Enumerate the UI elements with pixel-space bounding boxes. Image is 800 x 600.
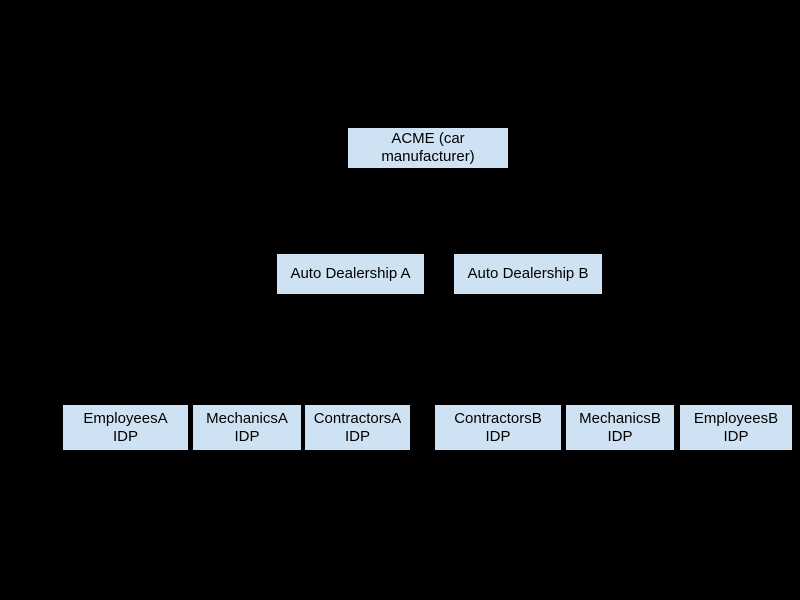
- node-label-line: ACME (car: [391, 130, 465, 147]
- node-label-line: Auto Dealership A: [290, 265, 411, 282]
- node-label-line: IDP: [723, 427, 749, 445]
- node-label-line: ContractorsB: [454, 409, 542, 427]
- node-label-line: IDP: [344, 427, 370, 445]
- diagram-node-auto-dealership-b: Auto Dealership B: [454, 254, 602, 294]
- node-label-line: Auto Dealership B: [467, 265, 589, 282]
- node-label-line: IDP: [607, 427, 633, 445]
- node-label-line: IDP: [112, 427, 138, 445]
- node-label-line: MechanicsA: [206, 409, 288, 427]
- node-label-line: IDP: [485, 427, 511, 445]
- node-label-line: EmployeesB: [693, 409, 779, 427]
- diagram-node-auto-dealership-a: Auto Dealership A: [277, 254, 424, 294]
- node-label-line: manufacturer): [381, 148, 475, 165]
- diagram-node-employees-a-idp: EmployeesA IDP: [63, 405, 188, 450]
- diagram-node-contractors-b-idp: ContractorsB IDP: [435, 405, 561, 450]
- diagram-node-mechanics-b-idp: MechanicsB IDP: [566, 405, 674, 450]
- node-label-line: MechanicsB: [579, 409, 661, 427]
- diagram-node-mechanics-a-idp: MechanicsA IDP: [193, 405, 301, 450]
- node-label-line: EmployeesA: [83, 409, 168, 427]
- diagram-node-acme: ACME (car manufacturer): [348, 128, 508, 168]
- node-label-line: ContractorsA: [313, 409, 402, 427]
- diagram-node-contractors-a-idp: ContractorsA IDP: [305, 405, 410, 450]
- node-label-line: IDP: [234, 427, 260, 445]
- diagram-node-employees-b-idp: EmployeesB IDP: [680, 405, 792, 450]
